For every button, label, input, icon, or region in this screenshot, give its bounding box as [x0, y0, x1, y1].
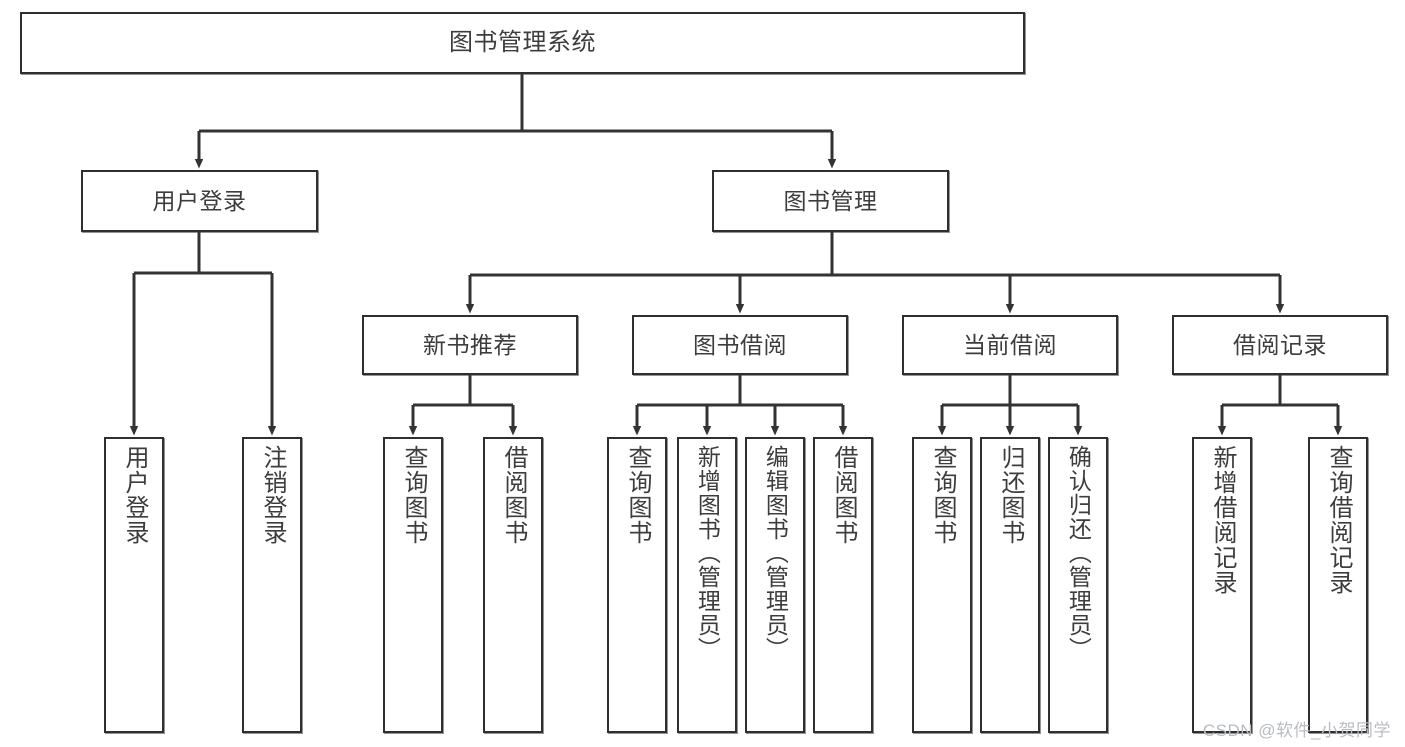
node-label: 注销登录 — [258, 445, 286, 545]
node-leaf-query-book-borrow[interactable]: 查询图书 — [607, 437, 667, 733]
node-label: 查询图书 — [399, 445, 427, 545]
node-label: 借阅图书 — [829, 445, 857, 545]
node-leaf-borrow-book-recommend[interactable]: 借阅图书 — [483, 437, 543, 733]
node-label: 新书推荐 — [423, 331, 517, 358]
node-label: 编辑图书（管理员） — [762, 445, 789, 661]
node-leaf-query-book-recommend[interactable]: 查询图书 — [383, 437, 443, 733]
node-label: 新增借阅记录 — [1208, 445, 1236, 595]
node-label: 查询图书 — [623, 445, 651, 545]
node-leaf-return-book[interactable]: 归还图书 — [980, 437, 1040, 733]
node-leaf-add-borrow-record[interactable]: 新增借阅记录 — [1192, 437, 1252, 733]
node-leaf-edit-book-admin[interactable]: 编辑图书（管理员） — [745, 437, 805, 733]
node-borrow-record[interactable]: 借阅记录 — [1172, 315, 1388, 375]
node-label: 借阅图书 — [499, 445, 527, 545]
node-label: 归还图书 — [996, 445, 1024, 545]
node-leaf-add-book-admin[interactable]: 新增图书（管理员） — [677, 437, 737, 733]
node-label: 借阅记录 — [1233, 331, 1327, 358]
node-leaf-borrow-book[interactable]: 借阅图书 — [813, 437, 873, 733]
node-label: 用户登录 — [152, 187, 247, 214]
node-label: 图书借阅 — [693, 331, 787, 358]
node-leaf-logout-login[interactable]: 注销登录 — [242, 437, 302, 733]
node-current-borrow[interactable]: 当前借阅 — [902, 315, 1118, 375]
node-label: 图书管理系统 — [449, 29, 596, 57]
node-root-library-system[interactable]: 图书管理系统 — [20, 12, 1025, 74]
node-label: 查询借阅记录 — [1324, 445, 1352, 595]
node-leaf-confirm-return-admin[interactable]: 确认归还（管理员） — [1048, 437, 1108, 733]
node-label: 新增图书（管理员） — [694, 445, 721, 661]
node-label: 图书管理 — [783, 187, 878, 214]
node-label: 当前借阅 — [963, 331, 1057, 358]
node-leaf-query-book-current[interactable]: 查询图书 — [912, 437, 972, 733]
node-label: 查询图书 — [928, 445, 956, 545]
watermark-text: CSDN @软件_小贺同学 — [1202, 721, 1391, 740]
node-new-book-recommend[interactable]: 新书推荐 — [362, 315, 578, 375]
node-user-login[interactable]: 用户登录 — [81, 170, 318, 232]
node-book-management[interactable]: 图书管理 — [712, 170, 949, 232]
node-book-borrow[interactable]: 图书借阅 — [632, 315, 848, 375]
node-leaf-user-login[interactable]: 用户登录 — [104, 437, 164, 733]
node-leaf-query-borrow-record[interactable]: 查询借阅记录 — [1308, 437, 1368, 733]
node-label: 用户登录 — [120, 445, 148, 545]
node-label: 确认归还（管理员） — [1065, 445, 1092, 661]
